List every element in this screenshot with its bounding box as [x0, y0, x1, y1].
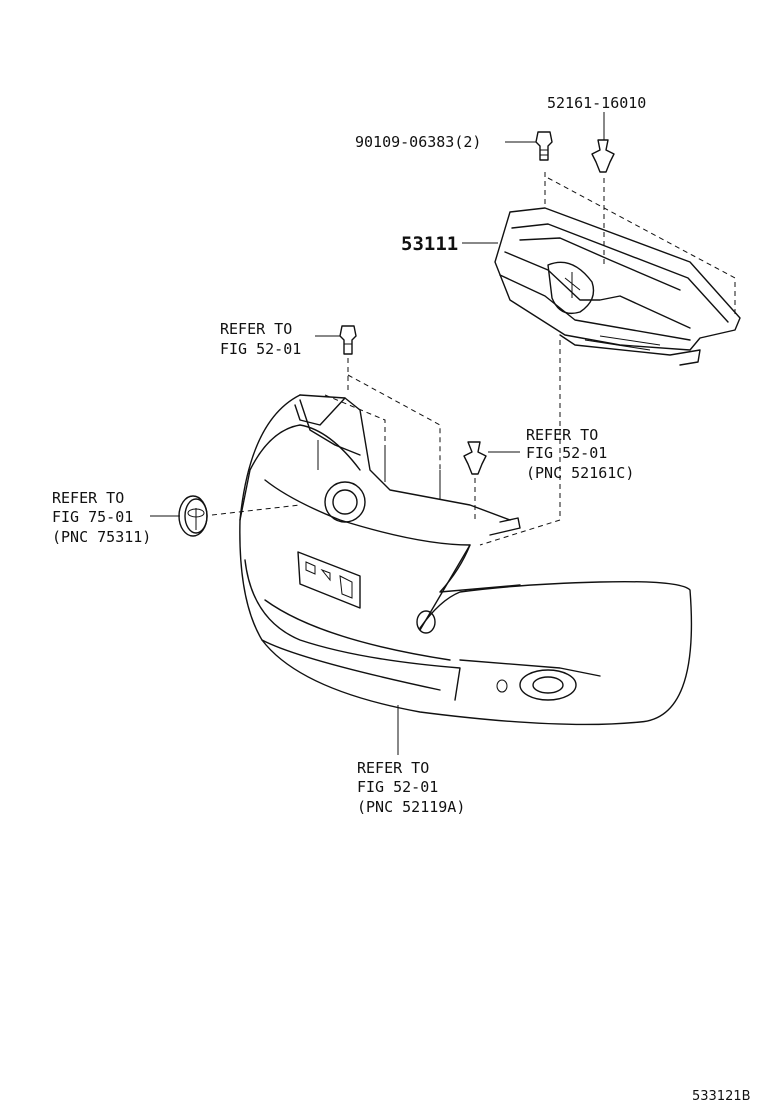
refer-emblem-line2: FIG 75-01 [52, 508, 133, 526]
refer-bolt-line1: REFER TO [220, 320, 292, 338]
grille-bolt[interactable] [535, 131, 553, 161]
refer-bumper-line2: FIG 52-01 [357, 778, 438, 796]
clip-part-number: 52161-16010 [547, 94, 646, 112]
refer-bumper-line3: (PNC 52119A) [357, 798, 465, 816]
bolt-part-number: 90109-06383(2) [355, 133, 481, 151]
front-bumper[interactable] [239, 394, 693, 726]
grille-clip[interactable] [591, 139, 615, 173]
refer-bolt-line2: FIG 52-01 [220, 340, 301, 358]
bumper-bolt-guide [347, 358, 441, 500]
radiator-grille[interactable] [494, 207, 741, 366]
grille-part-number: 53111 [401, 233, 458, 255]
refer-clip-line1: REFER TO [526, 426, 598, 444]
refer-clip-line3: (PNC 52161C) [526, 464, 634, 482]
refer-bumper-line1: REFER TO [357, 759, 429, 777]
bumper-clip[interactable] [463, 441, 487, 475]
emblem-guide [211, 504, 301, 516]
bumper-bolt-guide-2 [324, 394, 386, 480]
refer-clip-line2: FIG 52-01 [526, 444, 607, 462]
diagram-reference: 533121B [692, 1089, 751, 1104]
grille-to-bumper-guide [479, 340, 561, 546]
bumper-bolt[interactable] [339, 325, 357, 355]
refer-emblem-line3: (PNC 75311) [52, 528, 151, 546]
bolt-guide-right [547, 177, 736, 318]
refer-emblem-line1: REFER TO [52, 489, 124, 507]
toyota-emblem[interactable] [178, 495, 208, 537]
